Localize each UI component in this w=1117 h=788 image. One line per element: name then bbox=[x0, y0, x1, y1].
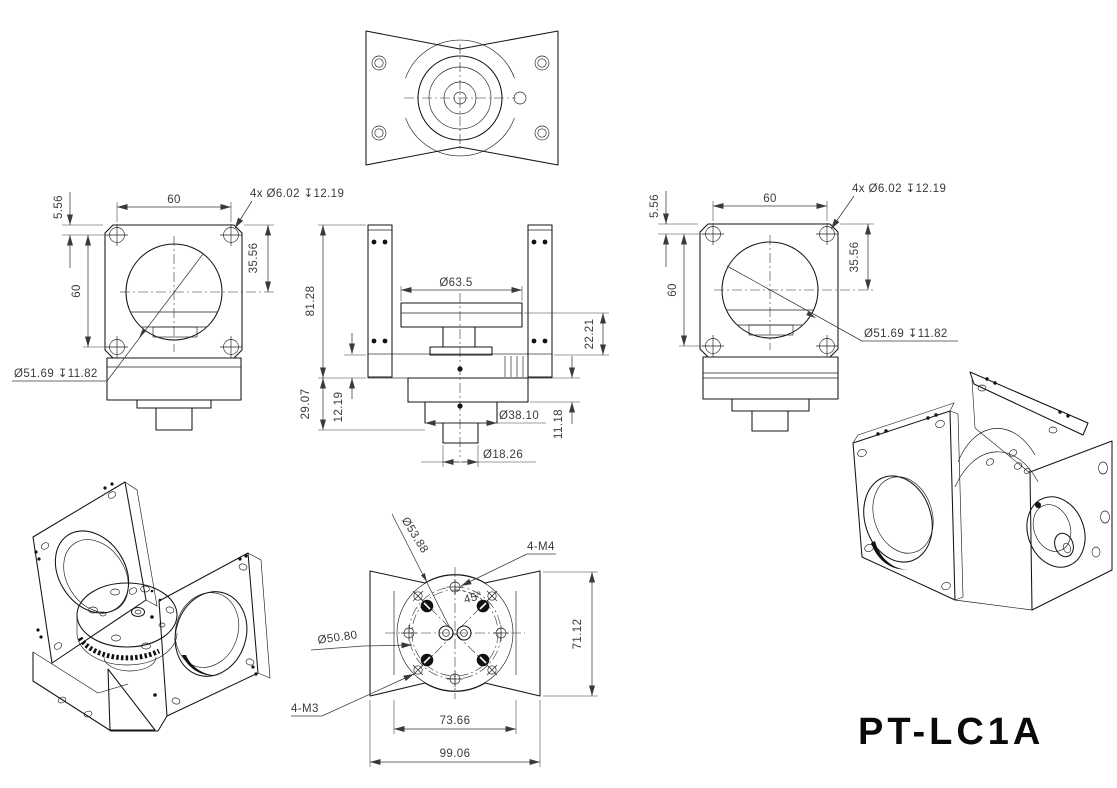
dim-base-height: 29.07 bbox=[300, 389, 312, 420]
dim-upper-depth: 22.21 bbox=[584, 319, 596, 350]
dim-outer-width: 99.06 bbox=[440, 748, 471, 760]
part-number-label: PT-LC1A bbox=[858, 711, 1044, 753]
dim-tip-dia: Ø18.26 bbox=[483, 449, 523, 461]
callout-center-bore: Ø51.69 ↧11.82 bbox=[864, 328, 948, 340]
dim-depth: 71.12 bbox=[572, 619, 584, 650]
callout-bolt-circle-a: Ø53.88 bbox=[399, 515, 430, 555]
callout-m4: 4-M4 bbox=[527, 541, 555, 553]
callout-mount-holes: 4x Ø6.02 ↧12.19 bbox=[250, 188, 344, 200]
dim-hole-spacing-v: 60 bbox=[667, 283, 679, 297]
top-view bbox=[365, 30, 559, 166]
dim-lower-depth: 11.18 bbox=[553, 409, 565, 439]
dim-hole-spacing-h: 60 bbox=[763, 193, 777, 205]
dim-platform-dia: Ø63.5 bbox=[439, 277, 472, 289]
isometric-view-front bbox=[32, 481, 271, 732]
dim-plate-thickness: 12.19 bbox=[333, 392, 345, 423]
dim-overall-height: 81.28 bbox=[305, 286, 317, 317]
dim-inner-width: 73.66 bbox=[440, 715, 471, 727]
dim-hole-spacing-v: 60 bbox=[71, 284, 83, 298]
front-view-center: Ø63.5 81.28 29.07 12.19 22.21 11.18 Ø38.… bbox=[300, 224, 609, 467]
socket-screws bbox=[420, 599, 490, 667]
callout-bolt-circle-b: Ø50.80 bbox=[317, 629, 358, 646]
side-hole bbox=[513, 91, 527, 105]
callout-center-bore: Ø51.69 ↧11.82 bbox=[14, 368, 98, 380]
front-view-right: 60 5.56 60 35.56 4x Ø6.02 ↧12.19 Ø51.69 … bbox=[649, 183, 958, 432]
bottom-view: 45° 4-M4 4-M3 Ø53.88 Ø50.80 71.12 73.66 … bbox=[291, 513, 598, 767]
callout-mount-holes: 4x Ø6.02 ↧12.19 bbox=[852, 183, 946, 195]
dim-boss-dia: Ø38.10 bbox=[499, 410, 539, 422]
m4-holes bbox=[401, 579, 509, 687]
dim-corner-offset: 5.56 bbox=[53, 195, 65, 219]
mount-holes bbox=[702, 223, 838, 357]
dim-center-offset: 35.56 bbox=[248, 243, 260, 274]
dim-center-offset: 35.56 bbox=[849, 242, 861, 273]
isometric-view-rear bbox=[852, 371, 1113, 611]
m3-holes bbox=[412, 590, 498, 676]
dim-angle: 45° bbox=[463, 590, 484, 606]
corner-screws bbox=[371, 55, 550, 141]
dim-hole-spacing-h: 60 bbox=[167, 194, 181, 206]
front-view-left: 60 5.56 60 35.56 4x Ø6.02 ↧12.19 Ø51.69 … bbox=[12, 188, 344, 431]
callout-m3: 4-M3 bbox=[291, 703, 319, 715]
platform-disc bbox=[400, 302, 523, 328]
dim-corner-offset: 5.56 bbox=[649, 194, 661, 218]
